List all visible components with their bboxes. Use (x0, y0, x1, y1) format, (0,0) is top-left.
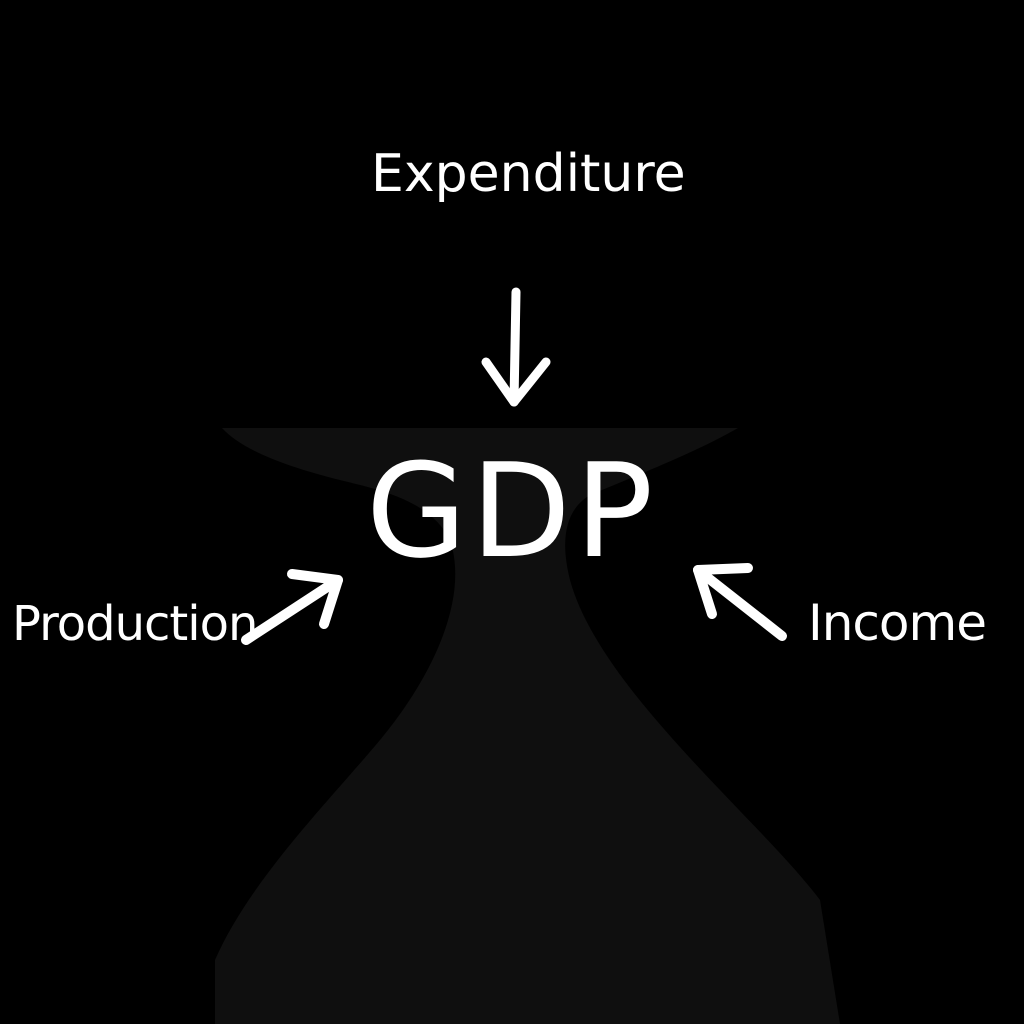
production-label: Production (12, 596, 258, 652)
expenditure-label: Expenditure (371, 144, 686, 204)
income-label: Income (808, 594, 987, 652)
gdp-label: GDP (366, 435, 658, 587)
